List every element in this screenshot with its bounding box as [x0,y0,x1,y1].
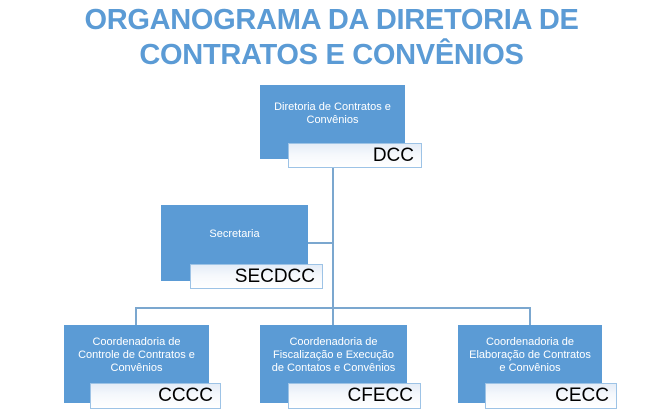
org-label-dcc: DCC [288,143,422,168]
org-node-controle-name: Coordenadoria de Controle de Contratos e… [78,335,195,374]
connector-stub-cecc [529,307,531,325]
org-label-dcc-abbr: DCC [372,144,414,166]
connector-secretaria [308,242,334,244]
page-title-line2: CONTRATOS E CONVÊNIOS [139,39,524,71]
org-node-elaboracao-name: Coordenadoria de Elaboração de Contratos… [469,335,591,374]
page-title: ORGANOGRAMA DA DIRETORIA DE CONTRATOS E … [0,3,663,73]
connector-stub-cccc [135,307,137,325]
org-label-secdcc: SECDCC [190,264,323,289]
org-node-diretoria-name: Diretoria de Contratos e Convênios [274,101,391,126]
org-label-cecc: CECC [485,383,617,409]
org-label-cccc-abbr: CCCC [158,385,213,406]
org-label-cecc-abbr: CECC [555,385,609,406]
org-label-cfecc: CFECC [288,383,421,409]
org-node-secretaria-name: Secretaria [209,228,260,240]
org-label-cfecc-abbr: CFECC [347,385,413,406]
org-label-secdcc-abbr: SECDCC [234,265,315,287]
connector-dcc-to-rail [332,168,334,307]
org-node-fiscalizacao-name: Coordenadoria de Fiscalização e Execução… [271,335,396,374]
page-title-line1: ORGANOGRAMA DA DIRETORIA DE [84,4,579,36]
org-label-cccc: CCCC [90,383,221,409]
connector-stub-cfecc [332,307,334,325]
